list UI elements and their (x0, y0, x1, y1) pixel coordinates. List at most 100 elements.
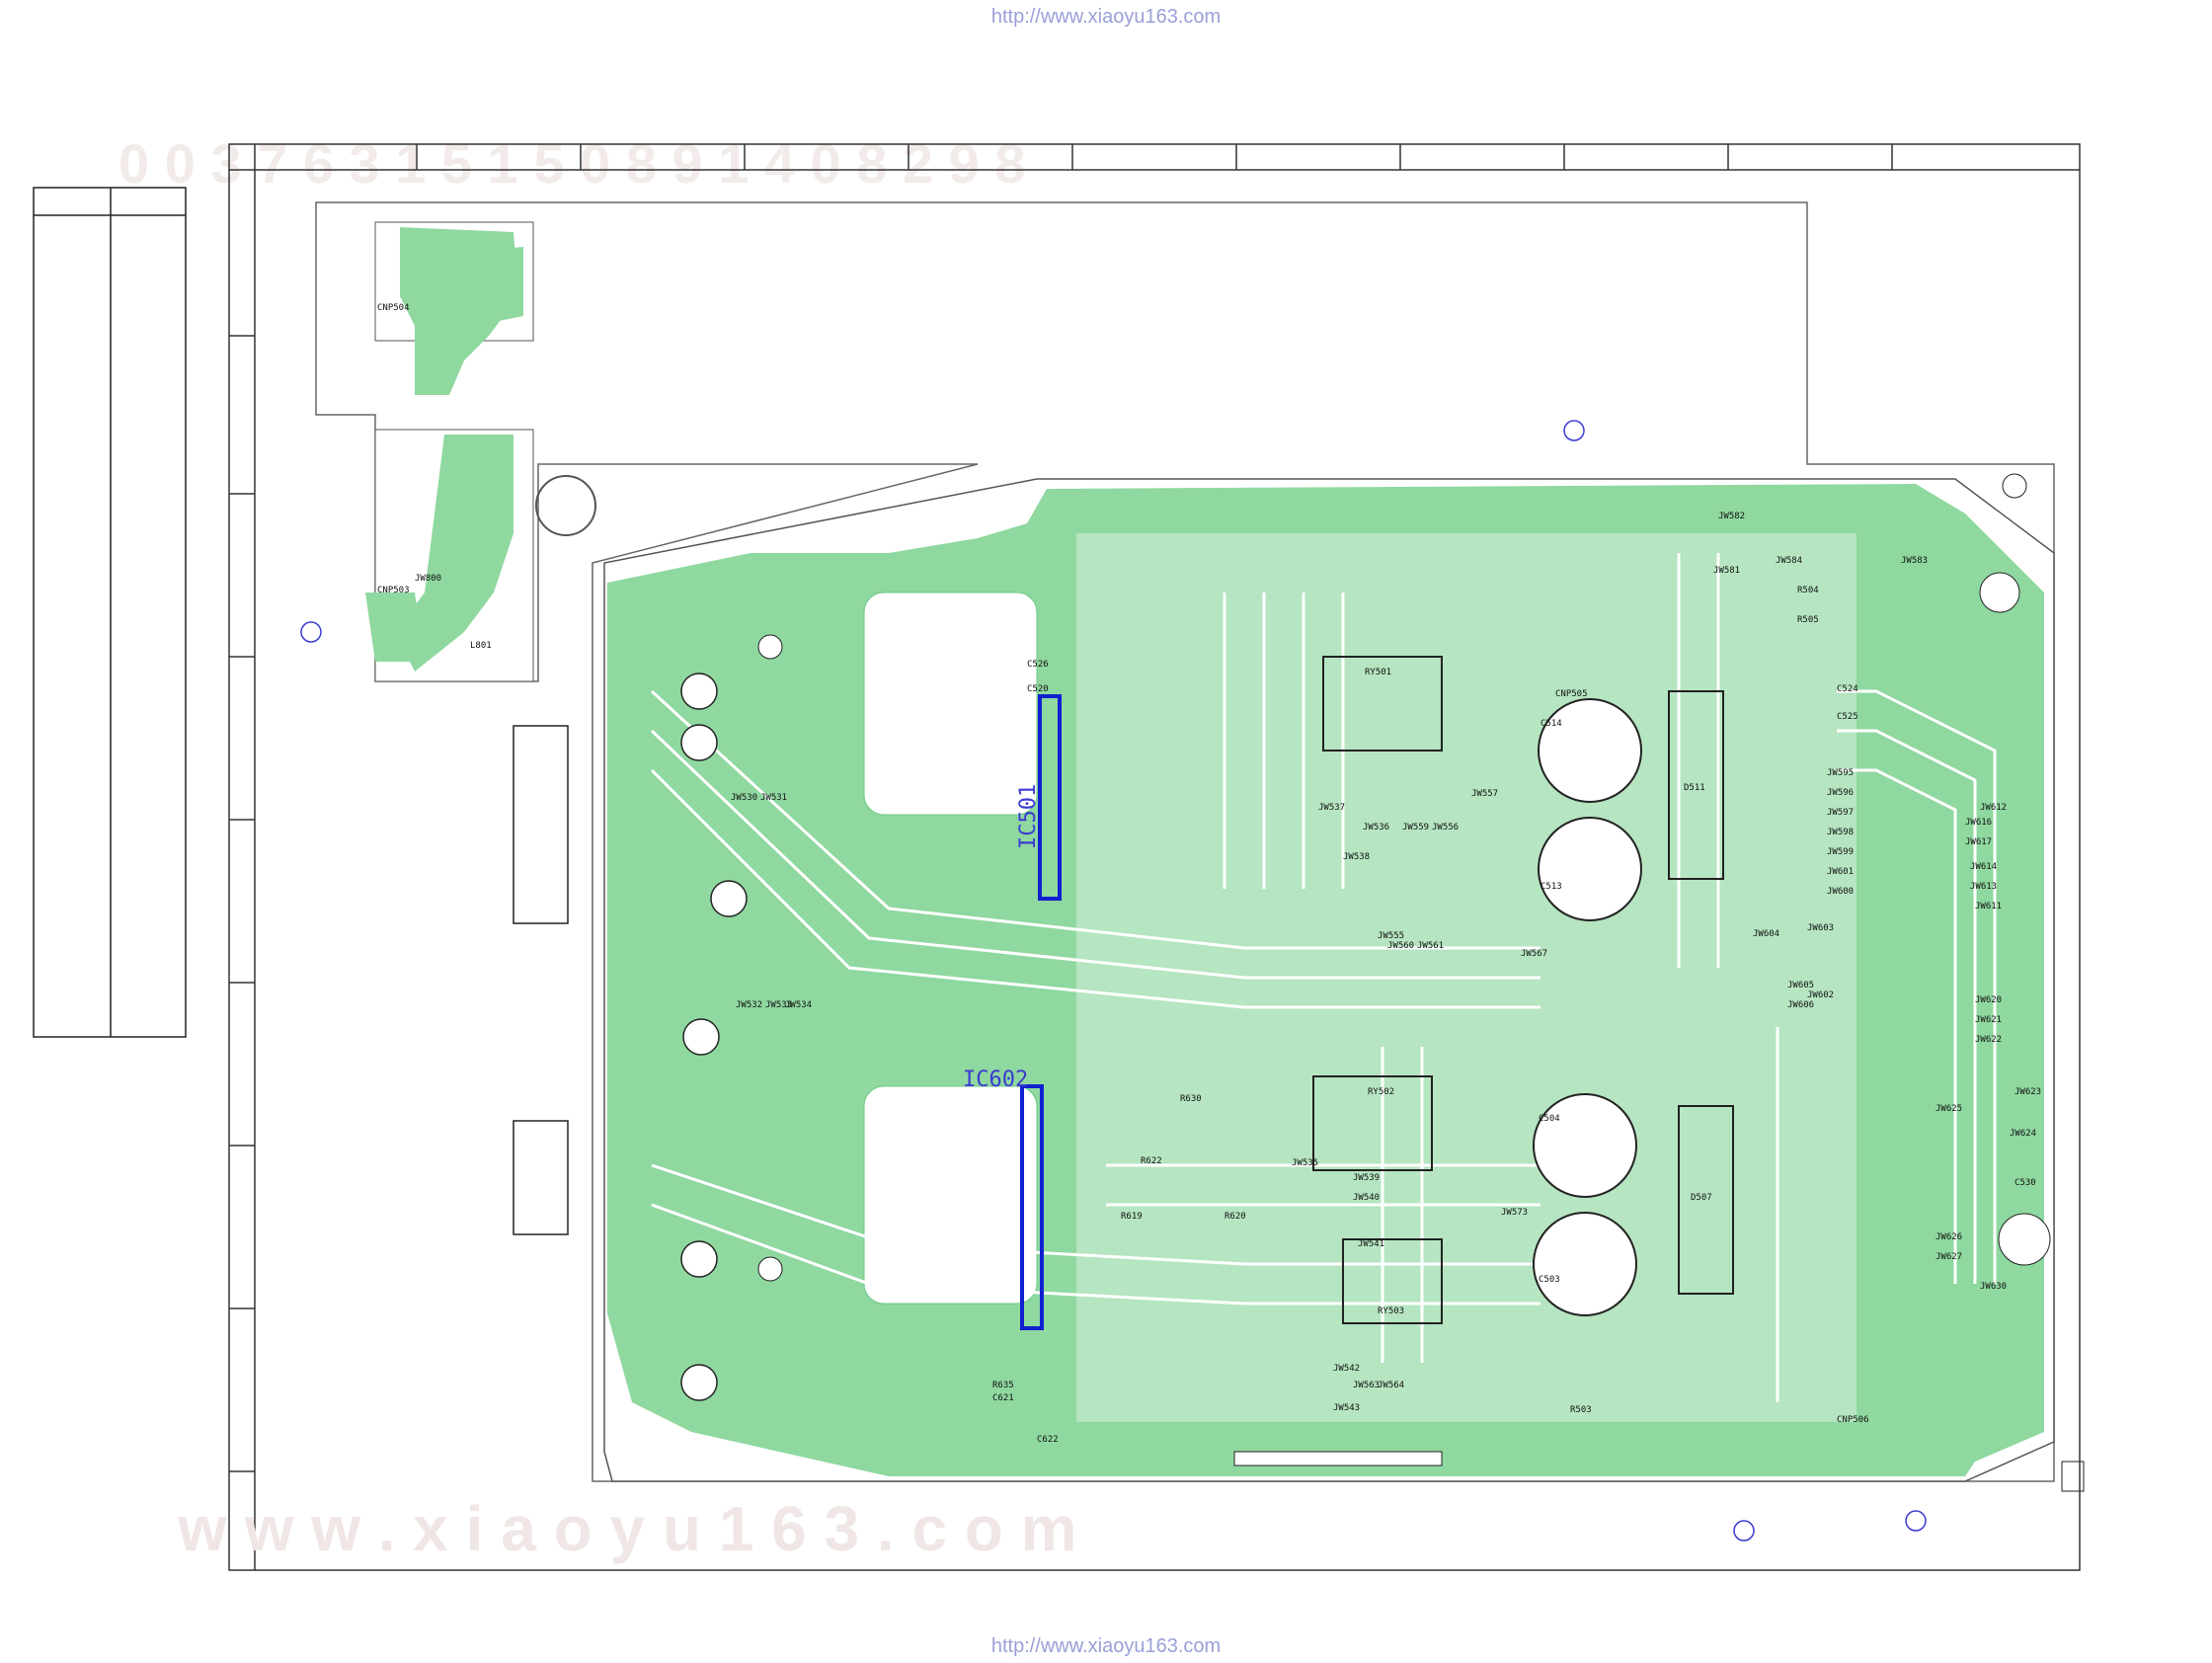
label-jw598: JW598 (1827, 828, 1854, 837)
main-board-copper (513, 473, 2055, 1482)
jw800-label: JW800 (415, 574, 441, 584)
label-jw556: JW556 (1432, 823, 1459, 832)
watermark-url-top: http://www.xiaoyu163.com (990, 6, 1222, 28)
label-jw627: JW627 (1936, 1252, 1962, 1262)
label-c524: C524 (1837, 684, 1858, 694)
label-ry503: RY503 (1378, 1307, 1404, 1316)
legend-box (33, 187, 187, 1038)
label-jw535: JW535 (1292, 1158, 1318, 1168)
label-jw621: JW621 (1975, 1015, 2002, 1025)
connector-board-top (374, 221, 534, 395)
label-ry502: RY502 (1368, 1087, 1394, 1097)
label-jw614: JW614 (1970, 862, 1997, 872)
ic602-label: IC602 (963, 1068, 1028, 1092)
label-jw536: JW536 (1363, 823, 1389, 832)
label-r635: R635 (992, 1381, 1014, 1390)
label-jw560: JW560 (1387, 941, 1414, 951)
label-r505: R505 (1797, 615, 1819, 625)
label-jw622: JW622 (1975, 1035, 2002, 1045)
din-socket-icon (535, 475, 596, 536)
label-jw563: JW563 (1353, 1381, 1380, 1390)
label-jw603: JW603 (1807, 923, 1834, 933)
label-c622: C622 (1037, 1435, 1059, 1445)
label-jw532: JW532 (736, 1000, 762, 1010)
label-jw534: JW534 (785, 1000, 812, 1010)
label-jw597: JW597 (1827, 808, 1854, 818)
label-jw623: JW623 (2014, 1087, 2041, 1097)
cnp503-label: CNP503 (377, 586, 410, 595)
label-c514: C514 (1540, 719, 1562, 729)
label-cnp506: CNP506 (1837, 1415, 1869, 1425)
label-jw611: JW611 (1975, 902, 2002, 911)
label-jw559: JW559 (1402, 823, 1429, 832)
label-c525: C525 (1837, 712, 1858, 722)
label-r503: R503 (1570, 1405, 1592, 1415)
label-jw583: JW583 (1901, 556, 1928, 566)
label-jw616: JW616 (1965, 818, 1992, 828)
label-c503: C503 (1539, 1275, 1560, 1285)
edge-marker-box (2061, 1461, 2085, 1492)
marker-circle-bottom-a (1733, 1520, 1755, 1542)
label-jw582: JW582 (1718, 512, 1745, 521)
label-jw557: JW557 (1471, 789, 1498, 799)
label-jw537: JW537 (1318, 803, 1345, 813)
label-jw539: JW539 (1353, 1173, 1380, 1183)
cnp504-label: CNP504 (377, 303, 410, 313)
label-c526: C526 (1027, 660, 1049, 670)
frame-digits-watermark: 0 0 3 7 6 3 1 5 1 5 0 8 9 1 4 0 8 2 9 8 (118, 132, 1026, 195)
label-jw602: JW602 (1807, 990, 1834, 1000)
label-jw533: JW533 (765, 1000, 792, 1010)
marker-circle-left (300, 621, 322, 643)
label-jw626: JW626 (1936, 1232, 1962, 1242)
label-jw581: JW581 (1713, 566, 1740, 576)
label-d511: D511 (1684, 783, 1705, 793)
label-r504: R504 (1797, 586, 1819, 595)
label-jw543: JW543 (1333, 1403, 1360, 1413)
ic501-label: IC501 (1016, 784, 1041, 849)
label-jw531: JW531 (760, 793, 787, 803)
watermark-bottom: w w w . x i a o y u 1 6 3 . c o m (177, 1493, 1077, 1564)
label-jw596: JW596 (1827, 788, 1854, 798)
label-c520: C520 (1027, 684, 1049, 694)
label-jw584: JW584 (1776, 556, 1802, 566)
component-labels: RY501 RY502 RY503 C514 C513 C504 C503 D5… (731, 512, 2041, 1445)
label-r622: R622 (1141, 1156, 1162, 1166)
label-jw620: JW620 (1975, 995, 2002, 1005)
label-jw564: JW564 (1378, 1381, 1404, 1390)
marker-circle-top (1563, 420, 1585, 441)
label-jw599: JW599 (1827, 847, 1854, 857)
label-jw617: JW617 (1965, 837, 1992, 847)
label-jw604: JW604 (1753, 929, 1779, 939)
label-r630: R630 (1180, 1094, 1202, 1104)
label-jw538: JW538 (1343, 852, 1370, 862)
label-c621: C621 (992, 1393, 1014, 1403)
label-jw605: JW605 (1787, 981, 1814, 990)
ic501-highlight (1038, 694, 1062, 901)
marker-circle-bottom-b (1905, 1510, 1927, 1532)
label-r619: R619 (1121, 1212, 1143, 1222)
label-jw613: JW613 (1970, 882, 1997, 892)
label-jw606: JW606 (1787, 1000, 1814, 1010)
drawing-frame (228, 143, 2081, 1571)
label-jw573: JW573 (1501, 1208, 1528, 1218)
label-jw625: JW625 (1936, 1104, 1962, 1114)
ic602-highlight (1020, 1084, 1044, 1330)
label-jw555: JW555 (1378, 931, 1404, 941)
label-jw612: JW612 (1980, 803, 2007, 813)
label-c504: C504 (1539, 1114, 1560, 1124)
label-jw530: JW530 (731, 793, 757, 803)
watermark-url-bottom: http://www.xiaoyu163.com (990, 1635, 1222, 1657)
label-jw561: JW561 (1417, 941, 1444, 951)
label-jw601: JW601 (1827, 867, 1854, 877)
label-jw600: JW600 (1827, 887, 1854, 897)
label-c530: C530 (2014, 1178, 2036, 1188)
label-c513: C513 (1540, 882, 1562, 892)
label-ry501: RY501 (1365, 668, 1391, 677)
connector-board-bottom (365, 429, 534, 682)
label-r620: R620 (1224, 1212, 1246, 1222)
label-jw541: JW541 (1358, 1239, 1384, 1249)
label-jw630: JW630 (1980, 1282, 2007, 1292)
l801-label: L801 (470, 641, 492, 651)
label-jw595: JW595 (1827, 768, 1854, 778)
